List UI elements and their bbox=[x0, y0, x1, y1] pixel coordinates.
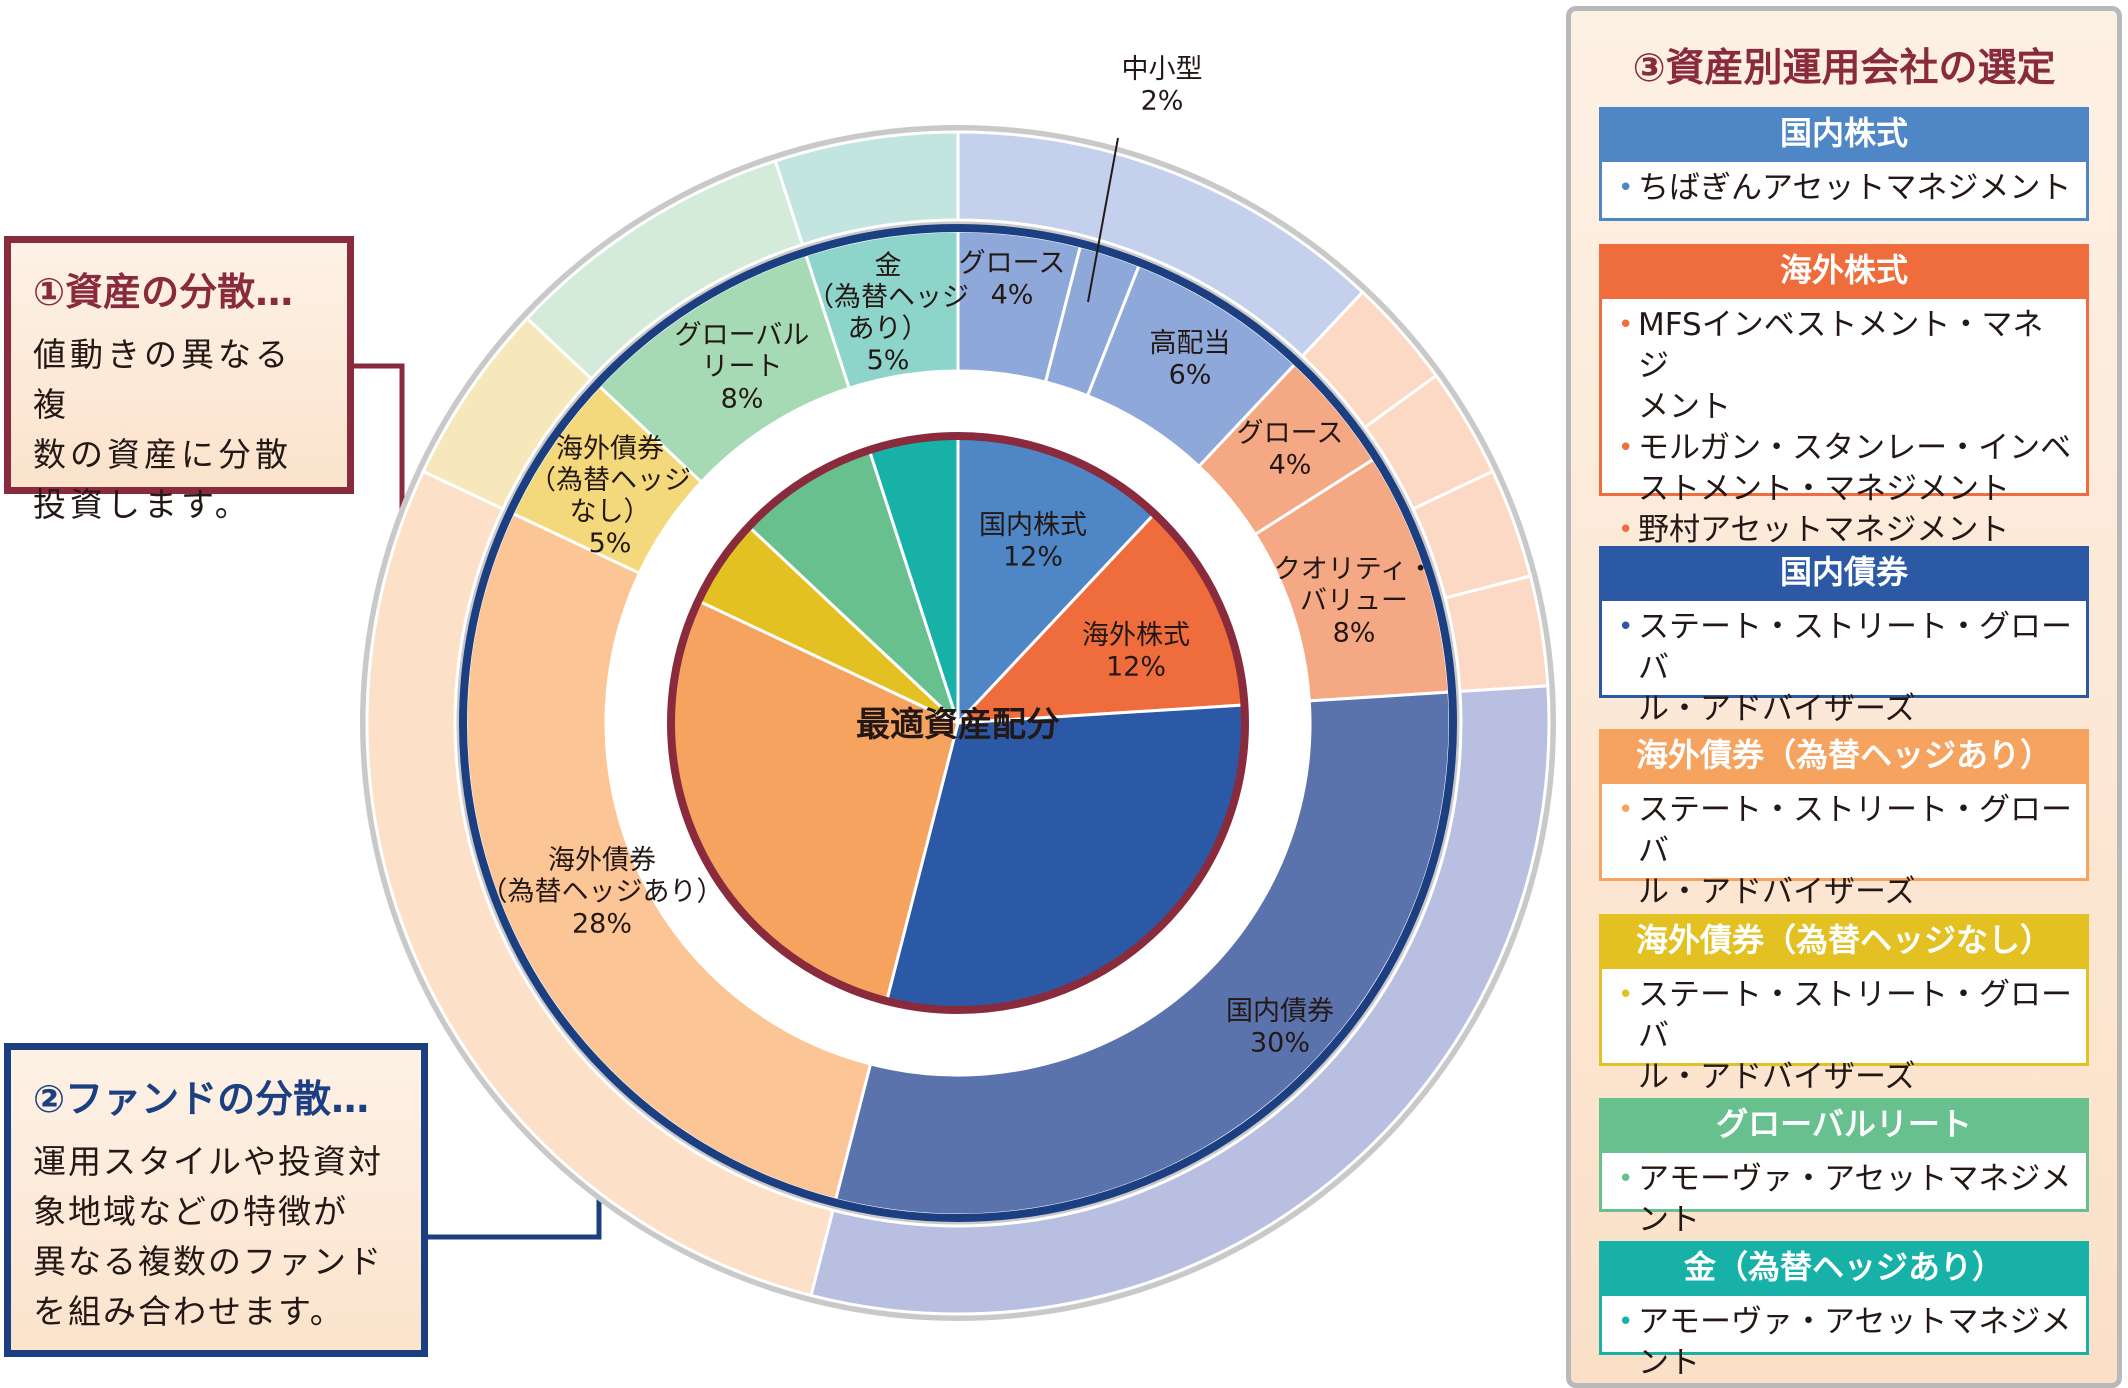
category-header: 海外株式 bbox=[1599, 244, 2089, 296]
middle-ring-label: 8% bbox=[1333, 617, 1376, 648]
middle-ring-label: 5% bbox=[867, 345, 910, 376]
middle-ring-label: 4% bbox=[991, 280, 1034, 311]
bullet-icon: • bbox=[1618, 980, 1634, 1010]
manager-name-line: メント bbox=[1638, 389, 1731, 425]
middle-ring-label: 28% bbox=[572, 908, 632, 939]
category-header: 海外債券（為替ヘッジなし） bbox=[1599, 914, 2089, 966]
manager-name-line: ル・アドバイザーズ bbox=[1638, 691, 1916, 727]
category-header: 国内株式 bbox=[1599, 107, 2089, 159]
middle-ring-label: グロース bbox=[959, 248, 1066, 279]
manager-name-line: アモーヴァ・アセットマネジメント bbox=[1638, 1304, 2072, 1381]
bullet-icon: • bbox=[1618, 1164, 1634, 1194]
middle-ring-label: 30% bbox=[1250, 1028, 1310, 1059]
asset-diversification-title: ①資産の分散… bbox=[33, 270, 294, 314]
bullet-icon: • bbox=[1618, 1307, 1634, 1337]
middle-ring-label: あり） bbox=[848, 314, 929, 345]
middle-ring-label: 国内債券 bbox=[1226, 996, 1334, 1027]
manager-item: •ステート・ストリート・グローバル・アドバイザーズ bbox=[1618, 975, 2074, 1098]
asset-diversification-line: 数の資産に分散 bbox=[33, 435, 292, 474]
middle-ring-label: バリュー bbox=[1300, 586, 1408, 617]
middle-ring-label: 8% bbox=[721, 383, 764, 414]
outer-ring-segment-9 bbox=[773, 130, 960, 247]
manager-list: •アモーヴァ・アセットマネジメント bbox=[1599, 1293, 2089, 1381]
manager-name-line: ステート・ストリート・グローバ bbox=[1638, 977, 2072, 1054]
bullet-icon: • bbox=[1618, 310, 1634, 340]
manager-list: •アモーヴァ・アセットマネジメント bbox=[1599, 1150, 2089, 1238]
middle-ring-label: 高配当 bbox=[1150, 328, 1231, 359]
manager-name-line: ル・アドバイザーズ bbox=[1638, 874, 1916, 910]
manager-item: •ちばぎんアセットマネジメント bbox=[1618, 168, 2074, 209]
fund-diversification-line: 異なる複数のファンド bbox=[33, 1242, 383, 1281]
fund-diversification-line: 象地域などの特徴が bbox=[33, 1192, 348, 1231]
manager-list: •ちばぎんアセットマネジメント bbox=[1599, 159, 2089, 221]
manager-list: •ステート・ストリート・グローバル・アドバイザーズ bbox=[1599, 781, 2089, 910]
outer-ring-segment-4 bbox=[1443, 574, 1550, 694]
manager-name-line: ステート・ストリート・グローバ bbox=[1638, 609, 2072, 686]
bullet-icon: • bbox=[1618, 612, 1634, 642]
manager-list: •ステート・ストリート・グローバル・アドバイザーズ bbox=[1599, 966, 2089, 1095]
middle-ring bbox=[464, 229, 1452, 1217]
middle-ring-label: （為替ヘッジあり） bbox=[481, 877, 724, 908]
manager-name-line: 野村アセットマネジメント bbox=[1638, 512, 2010, 548]
middle-ring-label: なし） bbox=[570, 497, 651, 528]
middle-ring-border bbox=[459, 224, 1457, 1222]
asset-diversification-line: 値動きの異なる複 bbox=[33, 335, 292, 424]
manager-item: •ステート・ストリート・グローバル・アドバイザーズ bbox=[1618, 790, 2074, 913]
bullet-icon: • bbox=[1618, 433, 1634, 463]
middle-ring-label: グロース bbox=[1237, 418, 1344, 449]
fund-diversification-title: ②ファンドの分散… bbox=[33, 1077, 370, 1121]
manager-name-line: ストメント・マネジメント bbox=[1638, 471, 2010, 507]
bullet-icon: • bbox=[1618, 515, 1634, 545]
middle-ring-label: クオリティ・ bbox=[1274, 554, 1434, 585]
manager-item: •野村アセットマネジメント bbox=[1618, 510, 2074, 551]
inner-pie-label: 12% bbox=[1106, 652, 1166, 683]
inner-pie-label: 国内株式 bbox=[979, 510, 1087, 541]
managers-panel-title: ③資産別運用会社の選定 bbox=[1632, 46, 2056, 91]
allocation-sunburst-chart: グロース4%高配当6%グロース4%クオリティ・バリュー8%国内債券30%海外債券… bbox=[354, 54, 1556, 1321]
inner-pie-border bbox=[667, 432, 1249, 1014]
manager-name-line: アモーヴァ・アセットマネジメント bbox=[1638, 1161, 2072, 1238]
middle-ring-label: 海外債券 bbox=[556, 433, 664, 464]
segment-labels: グロース4%高配当6%グロース4%クオリティ・バリュー8%国内債券30%海外債券… bbox=[481, 54, 1435, 1059]
category-header: 国内債券 bbox=[1599, 546, 2089, 598]
bullet-icon: • bbox=[1618, 173, 1634, 203]
center-label: 最適資産配分 bbox=[856, 705, 1060, 745]
middle-ring-label: 海外債券 bbox=[548, 845, 656, 876]
managers-panel: ③資産別運用会社の選定 国内株式•ちばぎんアセットマネジメント海外株式•MFSイ… bbox=[1566, 6, 2122, 1388]
category-header: グローバルリート bbox=[1599, 1098, 2089, 1150]
fund-diversification-line: を組み合わせます。 bbox=[33, 1292, 345, 1331]
middle-ring-label: （為替ヘッジ bbox=[807, 282, 969, 313]
manager-item: •MFSインベストメント・マネジメント bbox=[1618, 305, 2074, 428]
annotation-label: 中小型 bbox=[1122, 54, 1203, 85]
asset-diversification-callout: ①資産の分散… 値動きの異なる複 数の資産に分散 投資します。 bbox=[4, 236, 354, 524]
category-header: 金（為替ヘッジあり） bbox=[1599, 1241, 2089, 1293]
manager-item: •ステート・ストリート・グローバル・アドバイザーズ bbox=[1618, 607, 2074, 730]
manager-name-line: ちばぎんアセットマネジメント bbox=[1638, 170, 2072, 206]
inner-pie-label: 12% bbox=[1003, 542, 1063, 573]
manager-name-line: ステート・ストリート・グローバ bbox=[1638, 792, 2072, 869]
middle-ring-label: 金 bbox=[875, 250, 902, 281]
middle-ring-label: 4% bbox=[1269, 450, 1312, 481]
annotation-leader-line bbox=[1087, 137, 1119, 303]
middle-ring-label: リート bbox=[702, 352, 783, 383]
middle-ring-label: （為替ヘッジ bbox=[529, 465, 691, 496]
manager-list: •ステート・ストリート・グローバル・アドバイザーズ bbox=[1599, 598, 2089, 727]
annotation-label: 2% bbox=[1141, 86, 1184, 117]
manager-list: •MFSインベストメント・マネジメント•モルガン・スタンレー・インベストメント・… bbox=[1599, 296, 2089, 548]
middle-ring-label: 6% bbox=[1169, 360, 1212, 391]
manager-name-line: ル・アドバイザーズ bbox=[1638, 1059, 1916, 1095]
manager-name-line: MFSインベストメント・マネジ bbox=[1638, 307, 2044, 384]
manager-item: •アモーヴァ・アセットマネジメント bbox=[1618, 1302, 2074, 1384]
inner-pie-label: 海外株式 bbox=[1082, 620, 1190, 651]
fund-diversification-line: 運用スタイルや投資対 bbox=[33, 1142, 383, 1181]
middle-ring-label: 5% bbox=[589, 528, 632, 559]
asset-diversification-line: 投資します。 bbox=[33, 485, 252, 524]
manager-item: •モルガン・スタンレー・インベストメント・マネジメント bbox=[1618, 428, 2074, 510]
manager-item: •アモーヴァ・アセットマネジメント bbox=[1618, 1159, 2074, 1241]
bullet-icon: • bbox=[1618, 795, 1634, 825]
fund-diversification-callout: ②ファンドの分散… 運用スタイルや投資対 象地域などの特徴が 異なる複数のファン… bbox=[4, 1043, 428, 1357]
manager-name-line: モルガン・スタンレー・インベ bbox=[1638, 430, 2072, 466]
middle-ring-label: グローバル bbox=[675, 320, 810, 351]
category-header: 海外債券（為替ヘッジあり） bbox=[1599, 729, 2089, 781]
